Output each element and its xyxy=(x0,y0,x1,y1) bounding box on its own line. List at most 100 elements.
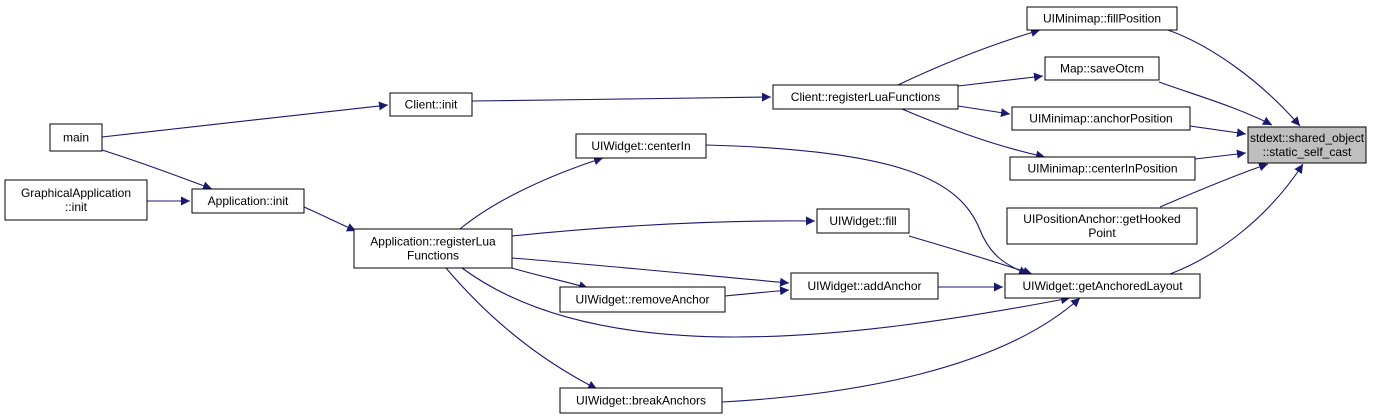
node-box[interactable] xyxy=(1026,6,1178,31)
edge-line xyxy=(303,206,357,232)
node-box[interactable] xyxy=(575,133,707,159)
edge-line xyxy=(1189,125,1247,138)
node-widget-addanchor[interactable]: UIWidget::addAnchor xyxy=(790,272,939,300)
node-app-reglua[interactable]: Application::registerLuaFunctions xyxy=(353,228,513,269)
edge-line xyxy=(461,267,1071,338)
edge-client-reglua-to-minimap-fill xyxy=(897,28,1041,86)
edge-minimap-anchor-to-root xyxy=(1189,125,1247,138)
node-box[interactable] xyxy=(353,228,513,269)
edge-widget-removeanchor-to-widget-addanchor xyxy=(724,286,790,297)
node-box[interactable] xyxy=(559,387,723,414)
node-widget-removeanchor[interactable]: UIWidget::removeAnchor xyxy=(559,286,726,313)
node-graphical-init[interactable]: GraphicalApplication::init xyxy=(4,179,148,221)
node-label: UIPositionAnchor::getHooked xyxy=(1023,212,1180,226)
edge-line xyxy=(445,267,598,390)
node-minimap-anchor[interactable]: UIMinimap::anchorPosition xyxy=(1011,106,1191,131)
node-widget-anchoredlayout[interactable]: UIWidget::getAnchoredLayout xyxy=(1004,273,1201,299)
edge-line xyxy=(511,257,790,287)
node-label: UIWidget::removeAnchor xyxy=(575,293,709,307)
edge-map-saveotcm-to-root xyxy=(1158,81,1273,126)
node-box[interactable] xyxy=(772,84,959,110)
node-map-saveotcm[interactable]: Map::saveOtcm xyxy=(1044,56,1160,81)
node-label: Application::init xyxy=(208,194,289,208)
node-label: UIMinimap::fillPosition xyxy=(1043,12,1161,26)
edge-posanchor-hooked-to-root xyxy=(1159,162,1269,208)
edges-layer xyxy=(101,28,1304,403)
node-client-init[interactable]: Client::init xyxy=(389,92,473,117)
node-widget-centerin[interactable]: UIWidget::centerIn xyxy=(575,133,707,159)
node-box[interactable] xyxy=(1044,56,1160,81)
edge-line xyxy=(957,105,1011,118)
node-main[interactable]: main xyxy=(49,123,103,152)
node-box[interactable] xyxy=(1247,126,1367,164)
node-minimap-fill[interactable]: UIMinimap::fillPosition xyxy=(1026,6,1178,31)
edge-minimap-fill-to-root xyxy=(1167,29,1301,127)
edge-app-init-to-app-reglua xyxy=(303,206,357,232)
node-box[interactable] xyxy=(1011,106,1191,131)
node-client-reglua[interactable]: Client::registerLuaFunctions xyxy=(772,84,959,110)
node-label: stdext::shared_object xyxy=(1250,131,1365,145)
node-minimap-center[interactable]: UIMinimap::centerInPosition xyxy=(1009,156,1196,181)
edge-line xyxy=(1194,149,1247,160)
node-widget-fill[interactable]: UIWidget::fill xyxy=(816,208,910,234)
nodes-layer: stdext::shared_object::static_self_castU… xyxy=(4,6,1367,414)
edge-line xyxy=(1158,81,1273,126)
node-label: Client::registerLuaFunctions xyxy=(791,90,940,104)
edge-app-reglua-to-widget-removeanchor xyxy=(511,267,589,290)
edge-app-reglua-to-widget-anchoredlayout xyxy=(461,267,1071,338)
edge-line xyxy=(897,28,1041,86)
node-widget-breakanchors[interactable]: UIWidget::breakAnchors xyxy=(559,387,723,414)
node-label: GraphicalApplication xyxy=(21,186,131,200)
edge-line xyxy=(511,267,589,290)
node-box[interactable] xyxy=(191,188,305,214)
node-label: Point xyxy=(1088,226,1116,240)
node-label: UIWidget::getAnchoredLayout xyxy=(1022,279,1183,293)
edge-client-reglua-to-minimap-anchor xyxy=(957,105,1011,118)
edge-main-to-app-init xyxy=(101,149,213,191)
edge-line xyxy=(705,144,1029,275)
node-label: UIWidget::centerIn xyxy=(591,139,690,153)
edge-minimap-center-to-root xyxy=(1194,149,1247,160)
edge-line xyxy=(1159,162,1269,208)
edge-line xyxy=(101,101,389,138)
node-box[interactable] xyxy=(790,272,939,300)
node-box[interactable] xyxy=(559,286,726,313)
edge-widget-centerin-to-widget-anchoredlayout xyxy=(705,144,1029,275)
edge-line xyxy=(1169,163,1304,275)
edge-line xyxy=(511,216,816,237)
edge-client-reglua-to-map-saveotcm xyxy=(957,72,1044,87)
node-label: Application::registerLua xyxy=(370,235,496,249)
edge-app-reglua-to-widget-centerin xyxy=(459,156,604,230)
node-box[interactable] xyxy=(1004,273,1201,299)
node-box[interactable] xyxy=(1006,207,1198,245)
edge-line xyxy=(471,92,772,102)
edge-line xyxy=(101,149,213,191)
node-box[interactable] xyxy=(816,208,910,234)
node-box[interactable] xyxy=(4,179,148,221)
edge-line xyxy=(901,108,1046,160)
edge-line xyxy=(459,156,604,230)
edge-widget-anchoredlayout-to-root xyxy=(1169,163,1304,275)
edge-line xyxy=(721,297,1081,403)
edge-main-to-client-init xyxy=(101,101,389,138)
node-label: Client::init xyxy=(405,98,458,112)
node-app-init[interactable]: Application::init xyxy=(191,188,305,214)
edge-widget-breakanchors-to-widget-anchoredlayout xyxy=(721,297,1081,403)
node-label: UIMinimap::anchorPosition xyxy=(1029,112,1172,126)
node-label: UIMinimap::centerInPosition xyxy=(1027,162,1177,176)
edge-app-reglua-to-widget-fill xyxy=(511,216,816,237)
edge-app-reglua-to-widget-addanchor xyxy=(511,257,790,287)
node-root[interactable]: stdext::shared_object::static_self_cast xyxy=(1247,126,1367,164)
node-box[interactable] xyxy=(49,123,103,152)
node-label: UIWidget::addAnchor xyxy=(807,279,921,293)
node-label: ::init xyxy=(65,200,88,214)
edge-line xyxy=(1167,29,1301,127)
node-box[interactable] xyxy=(1009,156,1196,181)
node-box[interactable] xyxy=(389,92,473,117)
node-label: ::static_self_cast xyxy=(1263,145,1352,159)
edge-app-reglua-to-widget-breakanchors xyxy=(445,267,598,390)
edge-widget-fill-to-widget-anchoredlayout xyxy=(908,235,1033,276)
node-label: UIWidget::breakAnchors xyxy=(576,394,706,408)
